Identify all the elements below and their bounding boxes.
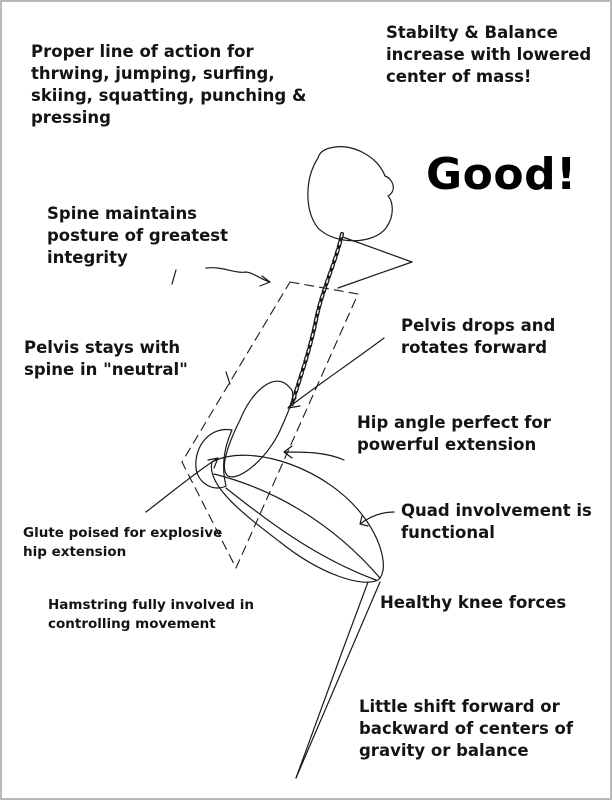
pelvis-drops-label: Pelvis drops and rotates forward (401, 315, 555, 359)
hip-angle-arrow (284, 446, 344, 460)
calf-line (296, 582, 368, 778)
hip-angle-label: Hip angle perfect for powerful extension (357, 412, 551, 456)
tick-mark (172, 270, 176, 284)
knee-label: Healthy knee forces (380, 592, 566, 614)
quad-label: Quad involvement is functional (401, 500, 592, 544)
pelvis-ellipse (224, 381, 292, 477)
spine-vertebrae (292, 234, 342, 404)
shoulder-line-lower (338, 262, 412, 288)
stability-label: Stabilty & Balance increase with lowered… (386, 22, 591, 88)
thigh-ellipse (211, 455, 383, 582)
pelvis-neutral-arrow (226, 372, 230, 384)
action-line-label: Proper line of action for thrwing, jumpi… (31, 41, 306, 129)
good-label: Good! (426, 150, 577, 200)
pelvis-neutral-label: Pelvis stays with spine in "neutral" (24, 337, 188, 381)
shift-label: Little shift forward or backward of cent… (359, 696, 573, 762)
shoulder-line-upper (340, 236, 412, 262)
glute-label: Glute poised for explosive hip extension (23, 524, 222, 562)
spine-label: Spine maintains posture of greatest inte… (47, 203, 228, 269)
spine-arrow (206, 268, 270, 286)
head-outline (308, 147, 393, 241)
hamstring-line (226, 488, 376, 580)
hamstring-label: Hamstring fully involved in controlling … (48, 596, 254, 634)
